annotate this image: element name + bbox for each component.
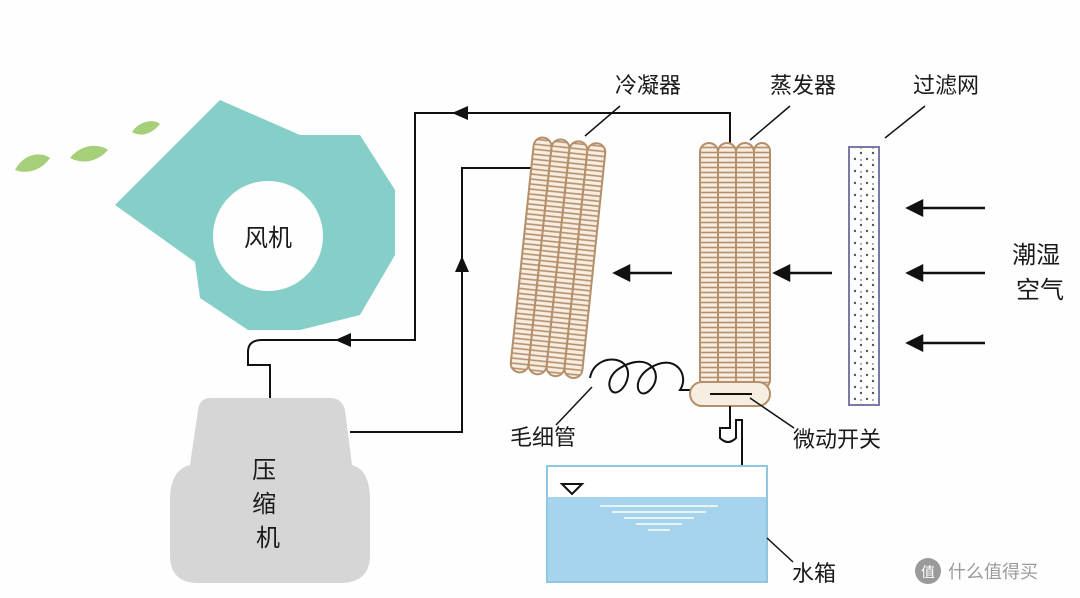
compressor: 压 缩 机	[170, 398, 370, 583]
pipe-return-to-compressor	[350, 167, 550, 433]
condenser-label: 冷凝器	[615, 74, 681, 99]
pipe-compressor-to-condenser	[247, 112, 731, 398]
condenser	[509, 136, 607, 380]
watermark: 值 什么值得买	[915, 558, 1038, 584]
fan: 风机	[115, 100, 395, 330]
filter-screen	[848, 146, 880, 406]
evaporator	[699, 142, 771, 389]
humid-air-label: 潮湿 空气	[1012, 241, 1068, 304]
leader-lines	[555, 105, 926, 563]
arrow-up-pipe	[455, 256, 469, 272]
refrigerant-pipes	[247, 112, 731, 433]
fan-hub	[213, 181, 323, 291]
arrow-left-pipe	[335, 333, 351, 347]
filter-label: 过滤网	[913, 74, 979, 99]
capillary-tube	[589, 358, 700, 395]
compressor-label: 压 缩 机	[252, 456, 284, 552]
water-level-mark	[559, 483, 585, 496]
water-tank	[546, 465, 768, 583]
watermark-text: 什么值得买	[948, 562, 1038, 583]
water-tank-label: 水箱	[792, 562, 836, 587]
compressor-body	[170, 398, 370, 583]
leaves	[15, 121, 160, 172]
micro-switch-label: 微动开关	[793, 428, 881, 453]
leaf-2	[70, 145, 108, 162]
leaf-3	[132, 121, 160, 135]
pipe-arrows	[335, 106, 469, 347]
evaporator-label: 蒸发器	[770, 74, 836, 99]
arrow-top-pipe	[452, 106, 468, 120]
capillary-label: 毛细管	[510, 426, 576, 451]
svg-text:值: 值	[921, 565, 935, 581]
micro-switch	[689, 381, 771, 470]
leaf-1	[15, 154, 50, 172]
watermark-logo	[915, 558, 941, 584]
drain-pipe	[719, 406, 743, 470]
fan-label: 风机	[244, 224, 292, 252]
airflow-arrows	[612, 198, 985, 353]
